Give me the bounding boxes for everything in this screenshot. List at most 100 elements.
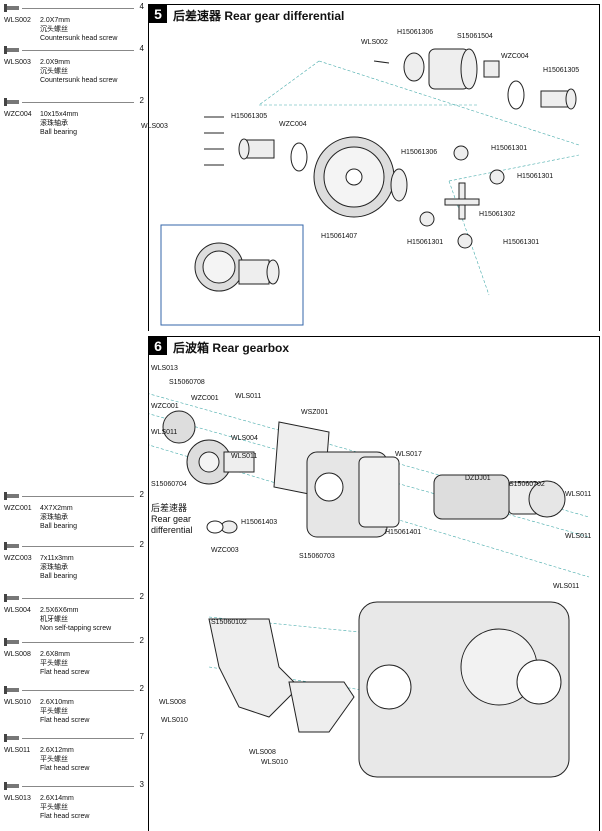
part-qty: 2 (139, 540, 144, 549)
step-5-panel: 5 后差速器 Rear gear differential (141, 4, 600, 331)
part-name-cn: 滚珠轴承 (40, 120, 68, 127)
part-callout-label: H15061302 (479, 211, 516, 218)
part-callout-label: WLS011 (231, 453, 258, 460)
part-callout-label: S15060703 (299, 553, 335, 560)
part-callout-label: WLS011 (565, 491, 592, 498)
part-callout-label: WZC001 (191, 395, 219, 402)
part-callout-label: H15061407 (321, 233, 358, 240)
rear-differential-callout: 后差速器 Rear gear differential (151, 503, 192, 536)
part-code: WLS004 (4, 607, 31, 614)
part-size: 2.6X8mm (40, 651, 70, 658)
part-callout-label: WLS010 (161, 717, 188, 724)
part-callout-label: WZC003 (211, 547, 239, 554)
part-callout-label: WLS008 (249, 749, 276, 756)
part-size: 2.6X10mm (40, 699, 74, 706)
part-qty: 4 (139, 2, 144, 11)
step-6-panel: 6 后波箱 Rear gearbox (148, 336, 600, 831)
part-size: 4X7X2mm (40, 505, 73, 512)
part-name-cn: 平头螺丝 (40, 756, 68, 763)
part-code: WZC001 (4, 505, 32, 512)
part-name-en: Ball bearing (40, 523, 77, 530)
part-callout-label: WLS011 (235, 393, 262, 400)
part-callout-label: WLS008 (159, 699, 186, 706)
part-callout-label: H15061301 (407, 239, 444, 246)
part-qty: 2 (139, 592, 144, 601)
part-callout-label: WZC004 (279, 121, 307, 128)
part-name-en: Flat head screw (40, 765, 90, 772)
part-callout-label: WLS003 (141, 123, 168, 130)
step-6-title: 后波箱 Rear gearbox (173, 341, 290, 355)
part-size: 2.0X7mm (40, 17, 70, 24)
part-callout-label: S15061504 (457, 33, 493, 40)
part-size: 10x15x4mm (40, 111, 79, 118)
part-name-en: Flat head screw (40, 669, 90, 676)
part-qty: 2 (139, 636, 144, 645)
part-size: 2.5X6X6mm (40, 607, 79, 614)
part-name-en: Flat head screw (40, 717, 90, 724)
part-size: 7x11x3mm (40, 555, 74, 562)
step-5-title: 后差速器 Rear gear differential (173, 9, 345, 23)
part-name-cn: 平头螺丝 (40, 708, 68, 715)
part-name-en: Flat head screw (40, 813, 90, 820)
part-callout-label: H15061305 (231, 113, 268, 120)
rear-gearbox-diagram (149, 393, 590, 778)
callout-en-1: Rear gear (151, 514, 192, 524)
part-callout-label: WZC004 (501, 53, 529, 60)
part-name-cn: 滚珠轴承 (40, 514, 68, 521)
part-callout-label: H15061305 (543, 67, 580, 74)
part-name-en: Non self-tapping screw (40, 625, 112, 632)
part-name-en: Countersunk head screw (40, 35, 118, 42)
part-code: WZC003 (4, 555, 32, 562)
part-callout-label: S15060702 (509, 481, 545, 488)
part-callout-label: WLS004 (231, 435, 258, 442)
step-6-number: 6 (149, 337, 167, 355)
part-callout-label: H15061306 (401, 149, 438, 156)
part-name-en: Countersunk head screw (40, 77, 118, 84)
part-callout-label: WSZ001 (301, 409, 329, 416)
part-qty: 2 (139, 96, 144, 105)
part-code: WLS010 (4, 699, 31, 706)
part-callout-label: WLS011 (553, 583, 580, 590)
part-qty: 3 (139, 780, 144, 789)
part-code: WLS002 (4, 17, 31, 24)
part-name-cn: 沉头螺丝 (40, 26, 68, 33)
part-callout-label: WLS010 (261, 759, 288, 766)
part-qty: 2 (139, 684, 144, 693)
part-callout-label: H15061401 (385, 529, 422, 536)
part-size: 2.6X14mm (40, 795, 74, 802)
part-name-cn: 沉头螺丝 (40, 68, 68, 75)
callout-cn: 后差速器 (151, 503, 188, 513)
part-qty: 7 (139, 732, 144, 741)
part-callout-label: H15061306 (397, 29, 434, 36)
part-callout-label: WLS011 (151, 429, 178, 436)
part-callout-label: WLS017 (395, 451, 422, 458)
part-callout-label: H15061301 (491, 145, 528, 152)
part-callout-label: S15060102 (211, 619, 247, 626)
part-name-cn: 机牙螺丝 (40, 616, 68, 623)
part-callout-label: H15061301 (503, 239, 540, 246)
part-code: WZC004 (4, 111, 32, 118)
part-size: 2.6X12mm (40, 747, 74, 754)
part-name-cn: 平头螺丝 (40, 660, 68, 667)
part-code: WLS013 (4, 795, 31, 802)
part-name-cn: 滚珠轴承 (40, 564, 68, 571)
part-code: WLS011 (4, 747, 31, 754)
callout-en-2: differential (151, 525, 193, 535)
part-code: WLS003 (4, 59, 31, 66)
part-callout-label: H15061301 (517, 173, 554, 180)
part-name-cn: 平头螺丝 (40, 804, 68, 811)
part-callout-label: S15060708 (169, 379, 205, 386)
part-callout-label: WLS011 (565, 533, 592, 540)
part-size: 2.0X9mm (40, 59, 70, 66)
part-callout-label: DZDJ01 (465, 475, 491, 482)
part-qty: 2 (139, 490, 144, 499)
